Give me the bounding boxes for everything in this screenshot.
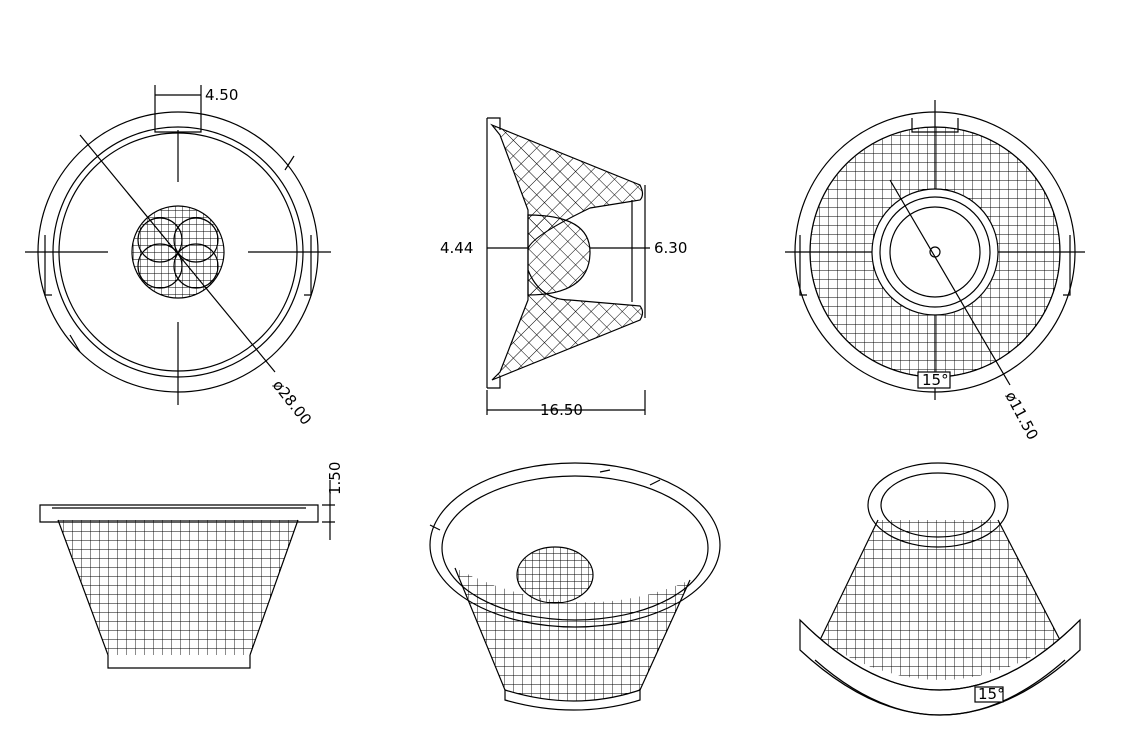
dim-overall-height: 16.50: [540, 401, 583, 419]
side-view: 1.50: [39, 462, 344, 669]
bottom-view: 15° ø11.50: [785, 100, 1085, 443]
marking-label-iso: 15°: [978, 685, 1005, 703]
section-view: 4.44 6.30 16.50: [440, 117, 687, 419]
dim-depth-left: 4.44: [440, 239, 473, 257]
dim-outer-diameter: ø28.00: [269, 376, 315, 428]
dim-tab-width: 4.50: [205, 86, 238, 104]
dim-inner-diameter: ø11.50: [1001, 388, 1041, 442]
top-view: 4.50 ø28.00: [25, 85, 331, 429]
isometric-front-view: [429, 462, 721, 711]
dim-depth-right: 6.30: [654, 239, 687, 257]
marking-label-bottom: 15°: [922, 371, 949, 389]
dim-flange-thickness: 1.50: [326, 462, 344, 495]
isometric-bottom-view: 15°: [799, 462, 1081, 716]
